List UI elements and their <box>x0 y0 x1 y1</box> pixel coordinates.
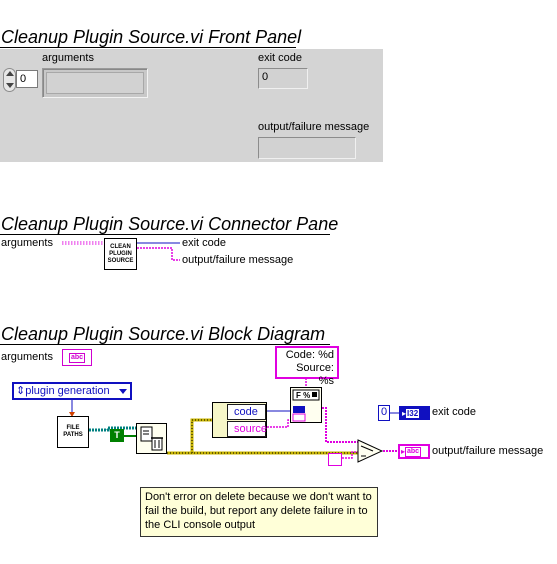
error-wire-branch-core <box>191 419 212 453</box>
exit-code-constant[interactable]: 0 <box>378 405 390 421</box>
format-into-string-icon: F % <box>292 389 320 422</box>
enum-value: plugin generation <box>25 385 110 397</box>
cleanup-plugin-source-icon: CLEAN PLUGIN SOURCE <box>104 238 137 270</box>
array-index-input[interactable]: 0 <box>16 70 38 88</box>
block-diagram-wires <box>69 378 399 459</box>
bd-output-message-label: output/failure message <box>432 445 544 457</box>
indicator-arrow-icon: ▸ <box>401 447 406 456</box>
select-function[interactable] <box>356 438 384 464</box>
cp-exit-code-label: exit code <box>182 237 227 249</box>
delete-file-icon <box>140 426 163 451</box>
string-tag: abc <box>405 446 422 457</box>
formatted-string-wire <box>322 407 358 443</box>
block-diagram-title: Cleanup Plugin Source.vi Block Diagram <box>1 324 326 344</box>
connector-pane-title-rule <box>0 234 330 235</box>
icon-line-1: CLEAN <box>110 243 131 250</box>
i32-tag: I32 <box>406 408 420 418</box>
arguments-array-frame <box>42 68 148 98</box>
front-panel-title-rule <box>0 47 296 48</box>
format-into-string-function[interactable]: F % <box>290 387 322 423</box>
icon-line-3: SOURCE <box>107 257 134 264</box>
file-paths-subvi[interactable]: FILE PATHS <box>57 416 89 448</box>
empty-string-constant[interactable] <box>328 453 342 466</box>
output-message-indicator <box>258 137 356 159</box>
icon-line-2: PLUGIN <box>109 250 132 257</box>
bd-exit-code-label: exit code <box>432 406 477 418</box>
front-panel-title: Cleanup Plugin Source.vi Front Panel <box>1 27 302 47</box>
format-line-1: Code: %d <box>285 349 334 361</box>
block-diagram-title-rule <box>0 344 330 345</box>
indicator-arrow-icon: ▸ <box>402 408 407 418</box>
output-message-label: output/failure message <box>258 121 370 133</box>
file-paths-line-2: PATHS <box>63 432 83 438</box>
arguments-element-input[interactable] <box>46 72 144 94</box>
chevron-down-icon[interactable] <box>119 389 127 394</box>
connector-pane-wires <box>62 241 180 261</box>
empty-string-wire <box>342 451 358 459</box>
enum-arrows-icon: ⇕ <box>16 385 26 397</box>
increment-arrow-icon[interactable] <box>6 71 14 76</box>
svg-text:F %: F % <box>296 391 310 400</box>
connector-pane-title: Cleanup Plugin Source.vi Connector Pane <box>1 214 339 234</box>
cp-arguments-label: arguments <box>1 237 53 249</box>
output-message-terminal[interactable]: ▸ abc <box>398 444 430 459</box>
unbundle-by-name-error[interactable]: code source <box>212 402 267 438</box>
error-wire-branch <box>190 418 212 453</box>
path-wire <box>89 426 136 432</box>
file-paths-line-1: FILE <box>66 425 80 431</box>
bd-arguments-label: arguments <box>1 351 53 363</box>
arguments-label: arguments <box>42 52 94 64</box>
bd-arguments-terminal[interactable]: abc <box>62 349 92 366</box>
delete-function[interactable] <box>136 423 167 454</box>
decrement-arrow-icon[interactable] <box>6 83 14 88</box>
format-string-constant[interactable]: Code: %d Source: %s <box>275 346 339 387</box>
exit-code-label: exit code <box>258 52 303 64</box>
front-panel: arguments 0 exit code 0 output/failure m… <box>0 49 383 162</box>
enum-wire-arrow <box>69 412 75 417</box>
format-line-2: Source: %s <box>296 362 334 387</box>
exit-code-terminal[interactable]: ▸ I32 <box>399 406 430 420</box>
unbundle-code-field[interactable]: code <box>227 404 266 420</box>
true-constant[interactable]: T <box>110 429 124 442</box>
cp-message-wire <box>137 247 180 261</box>
array-index-spinner[interactable] <box>3 68 16 92</box>
exit-code-indicator: 0 <box>258 68 308 89</box>
plugin-generation-enum[interactable]: ⇕plugin generation <box>12 382 132 400</box>
source-wire <box>267 419 290 428</box>
diagram-comment: Don't error on delete because we don't w… <box>140 487 378 537</box>
unbundle-source-field[interactable]: source <box>227 421 267 437</box>
cp-output-message-label: output/failure message <box>182 254 294 266</box>
string-array-tag: abc <box>68 352 86 363</box>
